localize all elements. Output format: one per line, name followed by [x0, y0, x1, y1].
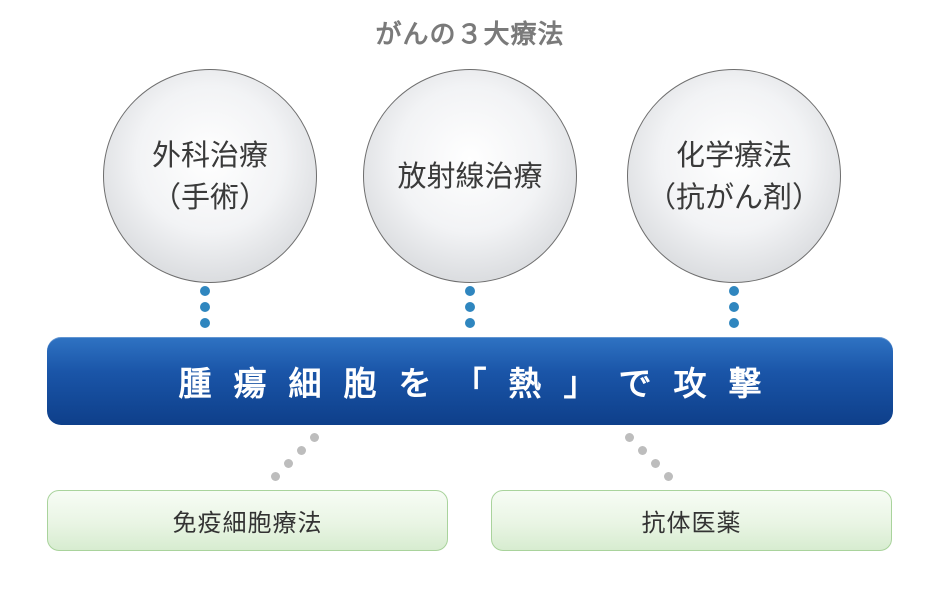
connector-dot	[200, 286, 210, 296]
connector-dot	[200, 318, 210, 328]
connector-dot-gray	[271, 472, 280, 481]
connector-dot-gray	[664, 472, 673, 481]
therapy-circle-radiation: 放射線治療	[363, 69, 577, 283]
connector-dot	[200, 302, 210, 312]
connector-dot-gray	[638, 446, 647, 455]
connector-dot-gray	[297, 446, 306, 455]
connector-dot	[465, 286, 475, 296]
connector-dot-gray	[310, 433, 319, 442]
main-band: 腫瘍細胞を「熱」で攻撃	[47, 337, 893, 425]
therapy-sublabel: （手術）	[151, 180, 268, 214]
sub-therapy-label: 抗体医薬	[641, 509, 742, 537]
sub-therapy-box-immunotherapy: 免疫細胞療法	[47, 490, 448, 551]
connector-dot	[465, 318, 475, 328]
therapy-sublabel: （抗がん剤）	[646, 180, 821, 214]
connector-dot	[729, 318, 739, 328]
sub-therapy-box-antibody: 抗体医薬	[491, 490, 892, 551]
connector-dot	[729, 286, 739, 296]
therapy-circle-surgery: 外科治療 （手術）	[103, 69, 317, 283]
sub-therapy-label: 免疫細胞療法	[172, 509, 323, 537]
main-band-label: 腫瘍細胞を「熱」で攻撃	[178, 364, 784, 403]
connector-dot-gray	[651, 459, 660, 468]
therapy-label: 放射線治療	[397, 159, 543, 193]
connector-dot-gray	[284, 459, 293, 468]
therapy-label: 外科治療	[151, 138, 268, 172]
connector-dot-gray	[625, 433, 634, 442]
diagram-title: がんの３大療法	[375, 20, 565, 50]
connector-dot	[729, 302, 739, 312]
therapy-circle-chemotherapy: 化学療法 （抗がん剤）	[627, 69, 841, 283]
connector-dot	[465, 302, 475, 312]
therapy-label: 化学療法	[675, 138, 792, 172]
